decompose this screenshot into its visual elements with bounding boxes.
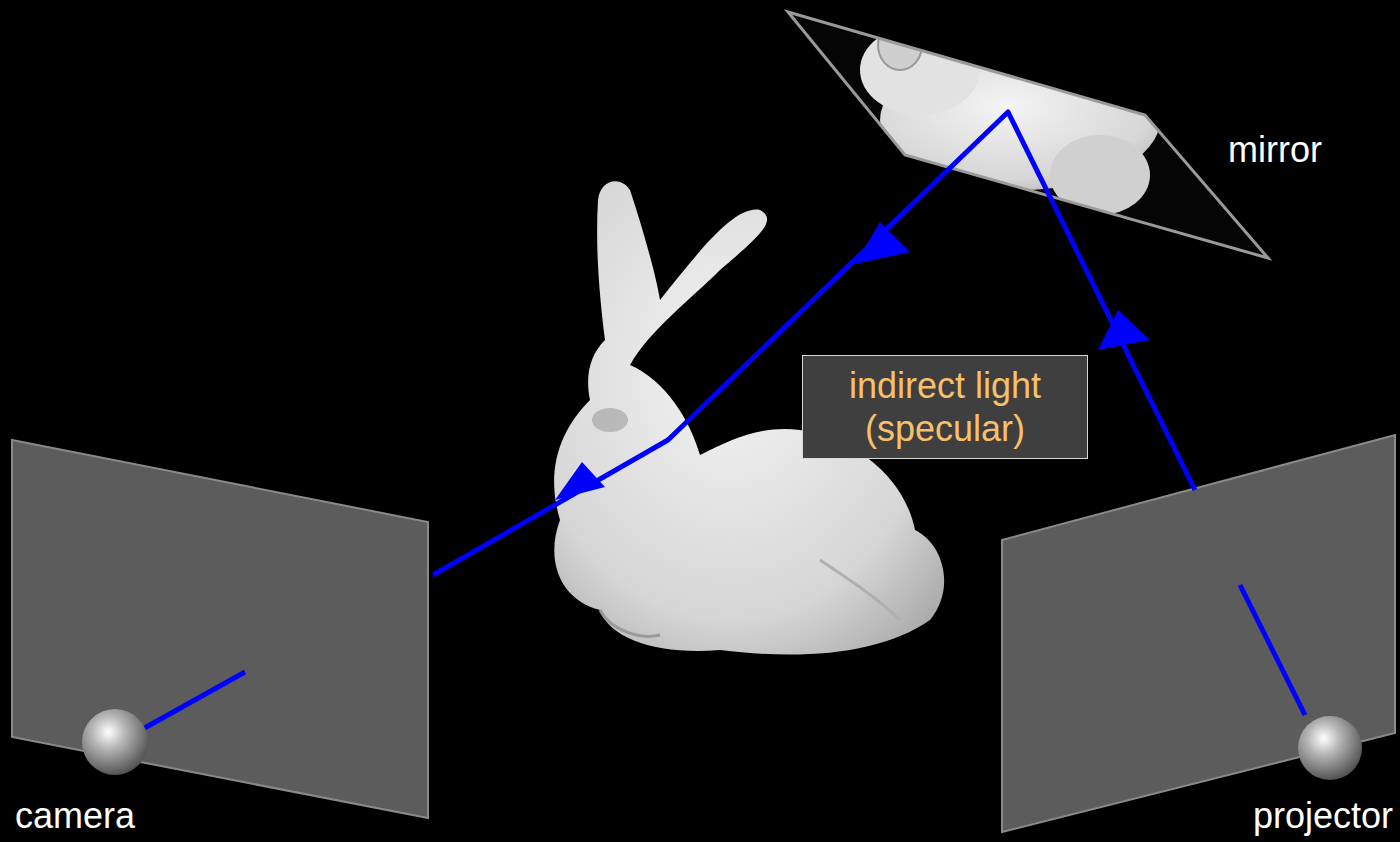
- projector-label: projector: [1253, 796, 1393, 836]
- ray-arrowheads: [555, 222, 1150, 500]
- camera-label: camera: [15, 796, 135, 836]
- mirror-surface: [788, 12, 1268, 258]
- callout-box: indirect light (specular): [802, 355, 1088, 459]
- projector-plane: [1002, 435, 1395, 832]
- callout-text: indirect light (specular): [815, 364, 1075, 450]
- light-ray: [132, 112, 1305, 735]
- camera-sphere: [82, 709, 148, 775]
- mirror-label: mirror: [1228, 130, 1322, 170]
- camera-plane: [12, 440, 428, 818]
- projector-sphere: [1298, 716, 1362, 780]
